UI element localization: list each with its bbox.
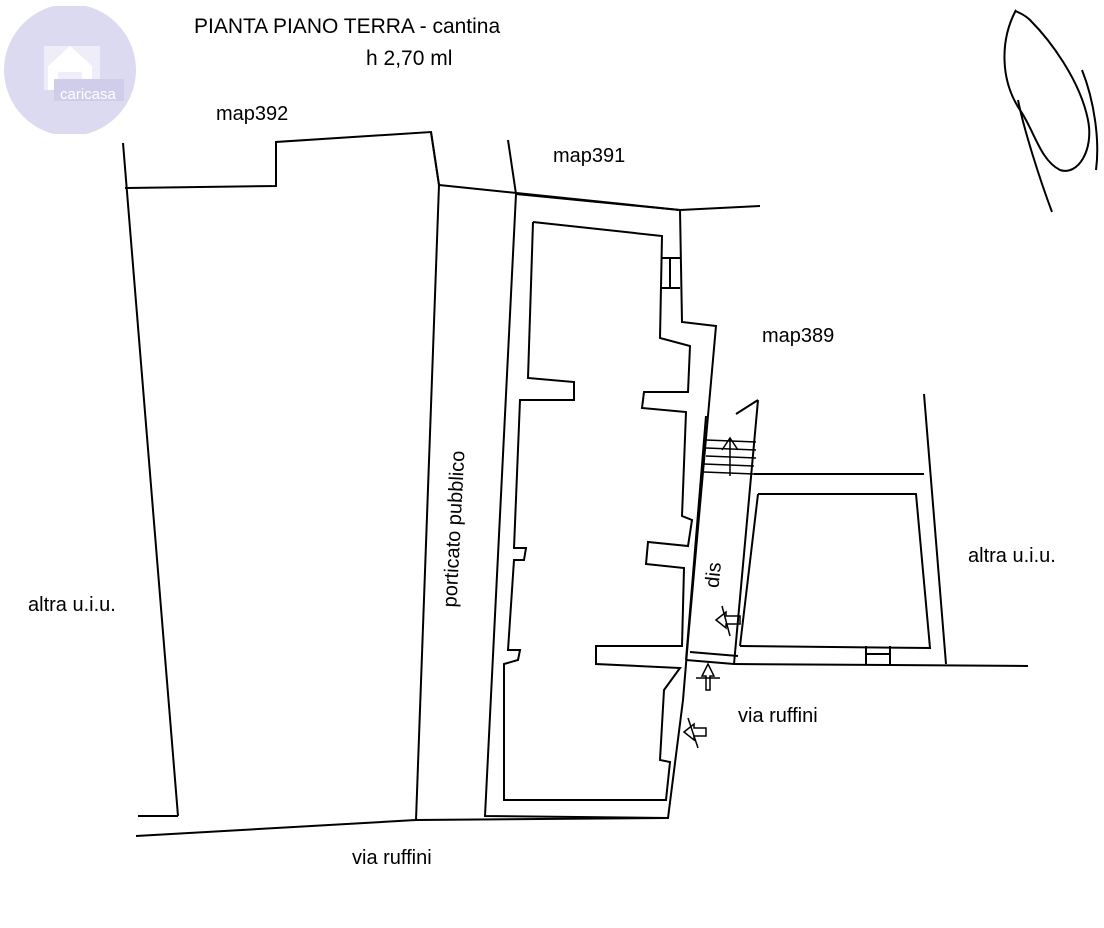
logo-text: caricasa (60, 86, 116, 103)
corridor-walls (685, 399, 759, 665)
label-map391: map391 (553, 145, 626, 167)
cellar-inner-wall (503, 221, 694, 801)
left-parcel-outline (122, 130, 440, 821)
street-line-bottom (135, 819, 417, 837)
label-altra-uiu-left: altra u.i.u. (28, 594, 116, 616)
cellar-outer-wall (483, 193, 718, 820)
entrance-arrow-icons (682, 605, 741, 749)
plan-height: h 2,70 ml (366, 47, 453, 70)
label-altra-uiu-right: altra u.i.u. (968, 545, 1056, 567)
label-map389: map389 (762, 325, 835, 347)
stairs (703, 436, 757, 476)
right-unit-outline (733, 393, 1029, 667)
label-via-ruffini-right: via ruffini (738, 705, 818, 727)
label-via-ruffini-bottom: via ruffini (352, 847, 432, 869)
caricasa-logo: caricasa (4, 4, 136, 136)
label-map392: map392 (216, 103, 289, 125)
signature-scribble (1003, 9, 1099, 213)
plan-title: PIANTA PIANO TERRA - cantina (194, 15, 501, 38)
house-logo-icon (4, 4, 136, 136)
label-dis: dis (701, 561, 727, 589)
